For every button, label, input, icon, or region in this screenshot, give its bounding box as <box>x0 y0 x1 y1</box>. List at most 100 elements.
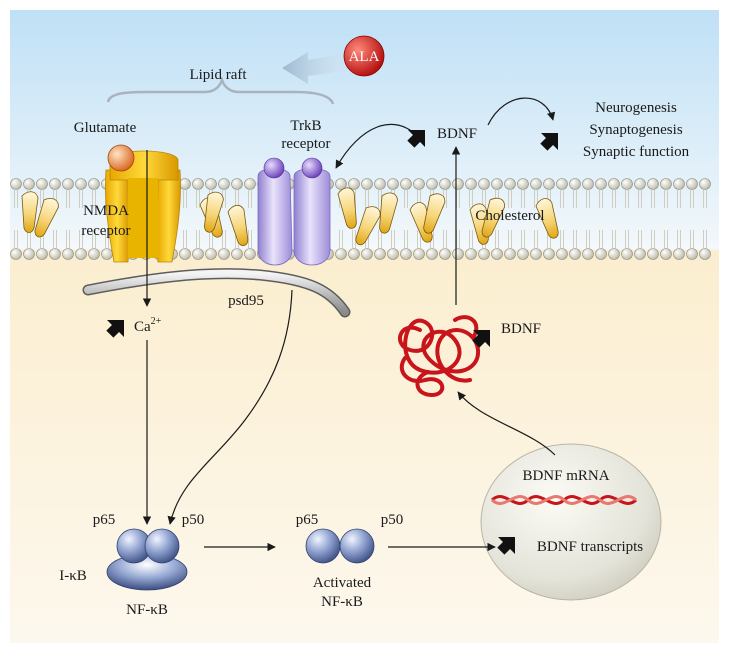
lipid-head <box>673 248 685 260</box>
lipid-head <box>361 248 373 260</box>
p65-left-label: p65 <box>93 512 116 528</box>
p50-mid-label: p50 <box>381 512 404 528</box>
nmda-label-line2: receptor <box>81 223 130 239</box>
psd95-scaffold <box>84 269 349 316</box>
glutamate-ball <box>107 144 135 172</box>
lipid-head <box>699 248 711 260</box>
lipid-head <box>36 248 48 260</box>
lipid-head <box>374 248 386 260</box>
lipid-head <box>491 178 503 190</box>
lipid-head <box>244 178 256 190</box>
lipid-raft-brace <box>106 76 335 105</box>
lipid-head <box>556 248 568 260</box>
bdnf-protein-increase-arrow <box>472 330 490 348</box>
nmda-receptor <box>105 144 181 263</box>
lipid-head <box>569 178 581 190</box>
bdnf-mrna-label: BDNF mRNA <box>522 468 609 484</box>
glutamate-label: Glutamate <box>74 120 137 136</box>
lipid-head <box>543 178 555 190</box>
trkb-label-line1: TrkB <box>290 118 321 134</box>
lipid-head <box>49 178 61 190</box>
lipid-head <box>452 248 464 260</box>
lipid-head <box>595 178 607 190</box>
lipid-head <box>335 178 347 190</box>
ca-label: Ca2+ <box>134 316 162 335</box>
lipid-head <box>478 178 490 190</box>
cholesterol-molecules <box>21 187 559 246</box>
lipid-head <box>36 178 48 190</box>
lipid-head <box>452 178 464 190</box>
outcome-neurogenesis: Neurogenesis <box>595 100 677 116</box>
lipid-head <box>465 248 477 260</box>
lipid-head <box>244 248 256 260</box>
lipid-head <box>62 248 74 260</box>
lipid-head <box>335 248 347 260</box>
mrna-to-protein-arrow <box>457 391 556 456</box>
activated-nfkb <box>305 528 375 564</box>
lipid-head <box>387 178 399 190</box>
lipid-head <box>205 248 217 260</box>
lipid-head <box>517 248 529 260</box>
lipid-head <box>699 178 711 190</box>
lipid-head <box>478 248 490 260</box>
lipid-head <box>634 178 646 190</box>
lipid-head <box>582 178 594 190</box>
cholesterol-label: Cholesterol <box>475 208 544 224</box>
nmda-label-line1: NMDA <box>83 203 129 219</box>
lipid-head <box>634 248 646 260</box>
lipid-head <box>10 178 22 190</box>
lipid-head <box>582 248 594 260</box>
lipid-raft-label: Lipid raft <box>189 67 247 83</box>
bdnf-increase-arrow <box>407 130 425 148</box>
lipid-head <box>10 248 22 260</box>
lipid-bilayer-membrane <box>10 178 711 260</box>
ala-molecule <box>343 35 385 77</box>
lipid-head <box>608 248 620 260</box>
bdnf-top-label: BDNF <box>437 126 477 142</box>
outcomes-increase-arrow <box>540 133 558 151</box>
bdnf-protein-coil <box>398 315 481 398</box>
ikb-label: I-κB <box>59 568 87 584</box>
transcripts-increase-arrow <box>497 537 515 555</box>
lipid-head <box>49 248 61 260</box>
lipid-head <box>231 178 243 190</box>
lipid-head <box>23 248 35 260</box>
ala-arrow <box>282 52 352 84</box>
lipid-head <box>504 178 516 190</box>
lipid-head <box>400 248 412 260</box>
lipid-head <box>647 248 659 260</box>
increase-arrows <box>106 130 558 555</box>
activated-label-line1: Activated <box>313 575 372 591</box>
psd95-to-nfkb-arrow <box>167 289 293 525</box>
lipid-head <box>413 178 425 190</box>
bdnf-transcripts-label: BDNF transcripts <box>537 539 643 555</box>
lipid-head <box>543 248 555 260</box>
lipid-head <box>192 178 204 190</box>
nfkb-ikb-complex <box>106 528 188 591</box>
lipid-head <box>179 178 191 190</box>
lipid-head <box>426 178 438 190</box>
lipid-head <box>530 248 542 260</box>
activated-label-line2: NF-κB <box>321 594 363 610</box>
trkb-receptor <box>257 157 331 266</box>
nfkb-label: NF-κB <box>126 602 168 618</box>
lipid-head <box>231 248 243 260</box>
trkb-label-line2: receptor <box>281 136 330 152</box>
lipid-head <box>387 248 399 260</box>
lipid-head <box>530 178 542 190</box>
lipid-head <box>101 248 113 260</box>
lipid-head <box>426 248 438 260</box>
ca-increase-arrow <box>106 320 124 338</box>
lipid-head <box>400 178 412 190</box>
ala-label: ALA <box>349 49 380 65</box>
lipid-head <box>439 178 451 190</box>
lipid-head <box>348 178 360 190</box>
lipid-head <box>88 248 100 260</box>
lipid-head <box>686 248 698 260</box>
lipid-head <box>673 178 685 190</box>
lipid-head <box>660 178 672 190</box>
lipid-head <box>660 248 672 260</box>
nucleus <box>480 443 662 601</box>
lipid-head <box>491 248 503 260</box>
